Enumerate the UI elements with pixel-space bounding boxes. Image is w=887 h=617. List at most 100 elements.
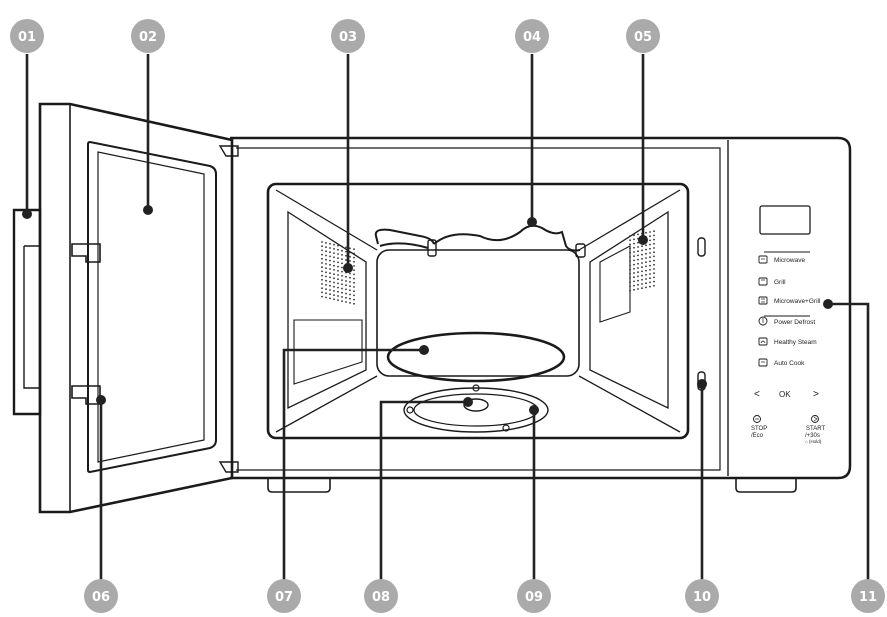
vent-hole	[653, 276, 655, 279]
vent-hole	[353, 298, 355, 301]
callout-09: 09	[517, 579, 551, 613]
vent-hole	[321, 266, 323, 269]
vent-hole	[641, 262, 643, 264]
vent-hole	[649, 268, 651, 271]
vent-hole	[337, 278, 339, 281]
vent-hole	[329, 259, 331, 262]
vent-hole	[637, 258, 639, 261]
vent-hole	[653, 251, 655, 254]
vent-hole	[321, 287, 323, 290]
vent-hole	[629, 277, 631, 279]
vent-hole	[337, 274, 339, 276]
stop-icon[interactable]	[753, 415, 761, 423]
vent-hole	[341, 291, 343, 294]
vent-hole	[349, 247, 351, 250]
vent-hole	[349, 302, 351, 304]
svg-text:03: 03	[339, 30, 357, 45]
hold-label: ⌂ (Hold)	[805, 439, 822, 444]
vent-hole	[349, 293, 351, 296]
vent-hole	[637, 267, 639, 269]
vent-hole	[345, 280, 347, 282]
svg-text:05: 05	[634, 30, 652, 45]
vent-hole	[329, 284, 331, 287]
vent-hole	[337, 253, 339, 255]
vent-hole	[321, 249, 323, 252]
vent-hole	[329, 268, 331, 270]
vent-hole	[321, 274, 323, 277]
vent-hole	[653, 268, 655, 270]
vent-hole	[321, 270, 323, 273]
vent-hole	[629, 235, 631, 237]
power-defrost-icon[interactable]	[758, 316, 768, 326]
vent-hole	[645, 244, 647, 247]
vent-hole	[629, 272, 631, 275]
grill-heater	[374, 224, 586, 258]
vent-hole	[341, 287, 343, 290]
waveguide-vent-left	[321, 241, 355, 305]
auto-cook-icon[interactable]	[758, 358, 768, 367]
vent-hole	[633, 238, 635, 241]
vent-hole	[653, 259, 655, 262]
door	[12, 102, 234, 514]
vent-hole	[629, 285, 631, 288]
vent-hole	[633, 267, 635, 270]
vent-hole	[333, 294, 335, 296]
vent-hole	[349, 255, 351, 258]
vent-hole	[337, 257, 339, 260]
vent-hole	[641, 287, 643, 290]
start-icon[interactable]	[811, 415, 819, 423]
nav-left-button[interactable]: <	[754, 389, 760, 400]
vent-hole	[325, 288, 327, 290]
vent-hole	[329, 247, 331, 249]
vent-hole	[637, 241, 639, 244]
vent-hole	[337, 265, 339, 268]
vent-hole	[653, 242, 655, 245]
vent-hole	[321, 283, 323, 285]
svg-text:01: 01	[18, 30, 36, 45]
microwave-grill-icon[interactable]	[758, 296, 768, 305]
vent-hole	[645, 286, 647, 289]
vent-hole	[637, 275, 639, 278]
healthy-steam-icon[interactable]	[758, 337, 768, 346]
vent-hole	[641, 245, 643, 248]
vent-hole	[633, 276, 635, 279]
nav-right-button[interactable]: >	[813, 389, 819, 400]
vent-hole	[329, 297, 331, 300]
vent-hole	[649, 285, 651, 288]
button-label-grill: Grill	[774, 279, 786, 286]
vent-hole	[637, 246, 639, 248]
callout-04: 04	[515, 19, 549, 53]
display	[759, 205, 811, 235]
vent-hole	[629, 247, 631, 250]
vent-hole	[645, 282, 647, 285]
vent-hole	[641, 278, 643, 281]
vent-hole	[325, 267, 327, 269]
vent-hole	[649, 243, 651, 246]
vent-hole	[649, 281, 651, 284]
vent-hole	[629, 256, 631, 258]
vent-hole	[633, 263, 635, 266]
vent-hole	[645, 278, 647, 280]
vent-hole	[637, 288, 639, 290]
vent-hole	[325, 296, 327, 299]
vent-hole	[345, 288, 347, 291]
vent-hole	[633, 234, 635, 237]
callout-10: 10	[685, 579, 719, 613]
vent-hole	[353, 248, 355, 251]
vent-hole	[653, 247, 655, 249]
vent-hole	[353, 290, 355, 293]
grill-icon[interactable]	[758, 277, 768, 286]
vent-hole	[633, 284, 635, 287]
vent-hole	[345, 259, 347, 261]
vent-hole	[329, 242, 331, 245]
vent-hole	[653, 234, 655, 237]
vent-hole	[633, 280, 635, 283]
start-label: START	[806, 426, 825, 432]
button-label-auto-cook: Auto Cook	[774, 360, 805, 367]
ok-button[interactable]: OK	[779, 390, 791, 399]
microwave-icon[interactable]	[758, 255, 768, 264]
leader-end-dots	[22, 205, 833, 415]
vent-hole	[333, 281, 335, 284]
vent-hole	[645, 273, 647, 276]
